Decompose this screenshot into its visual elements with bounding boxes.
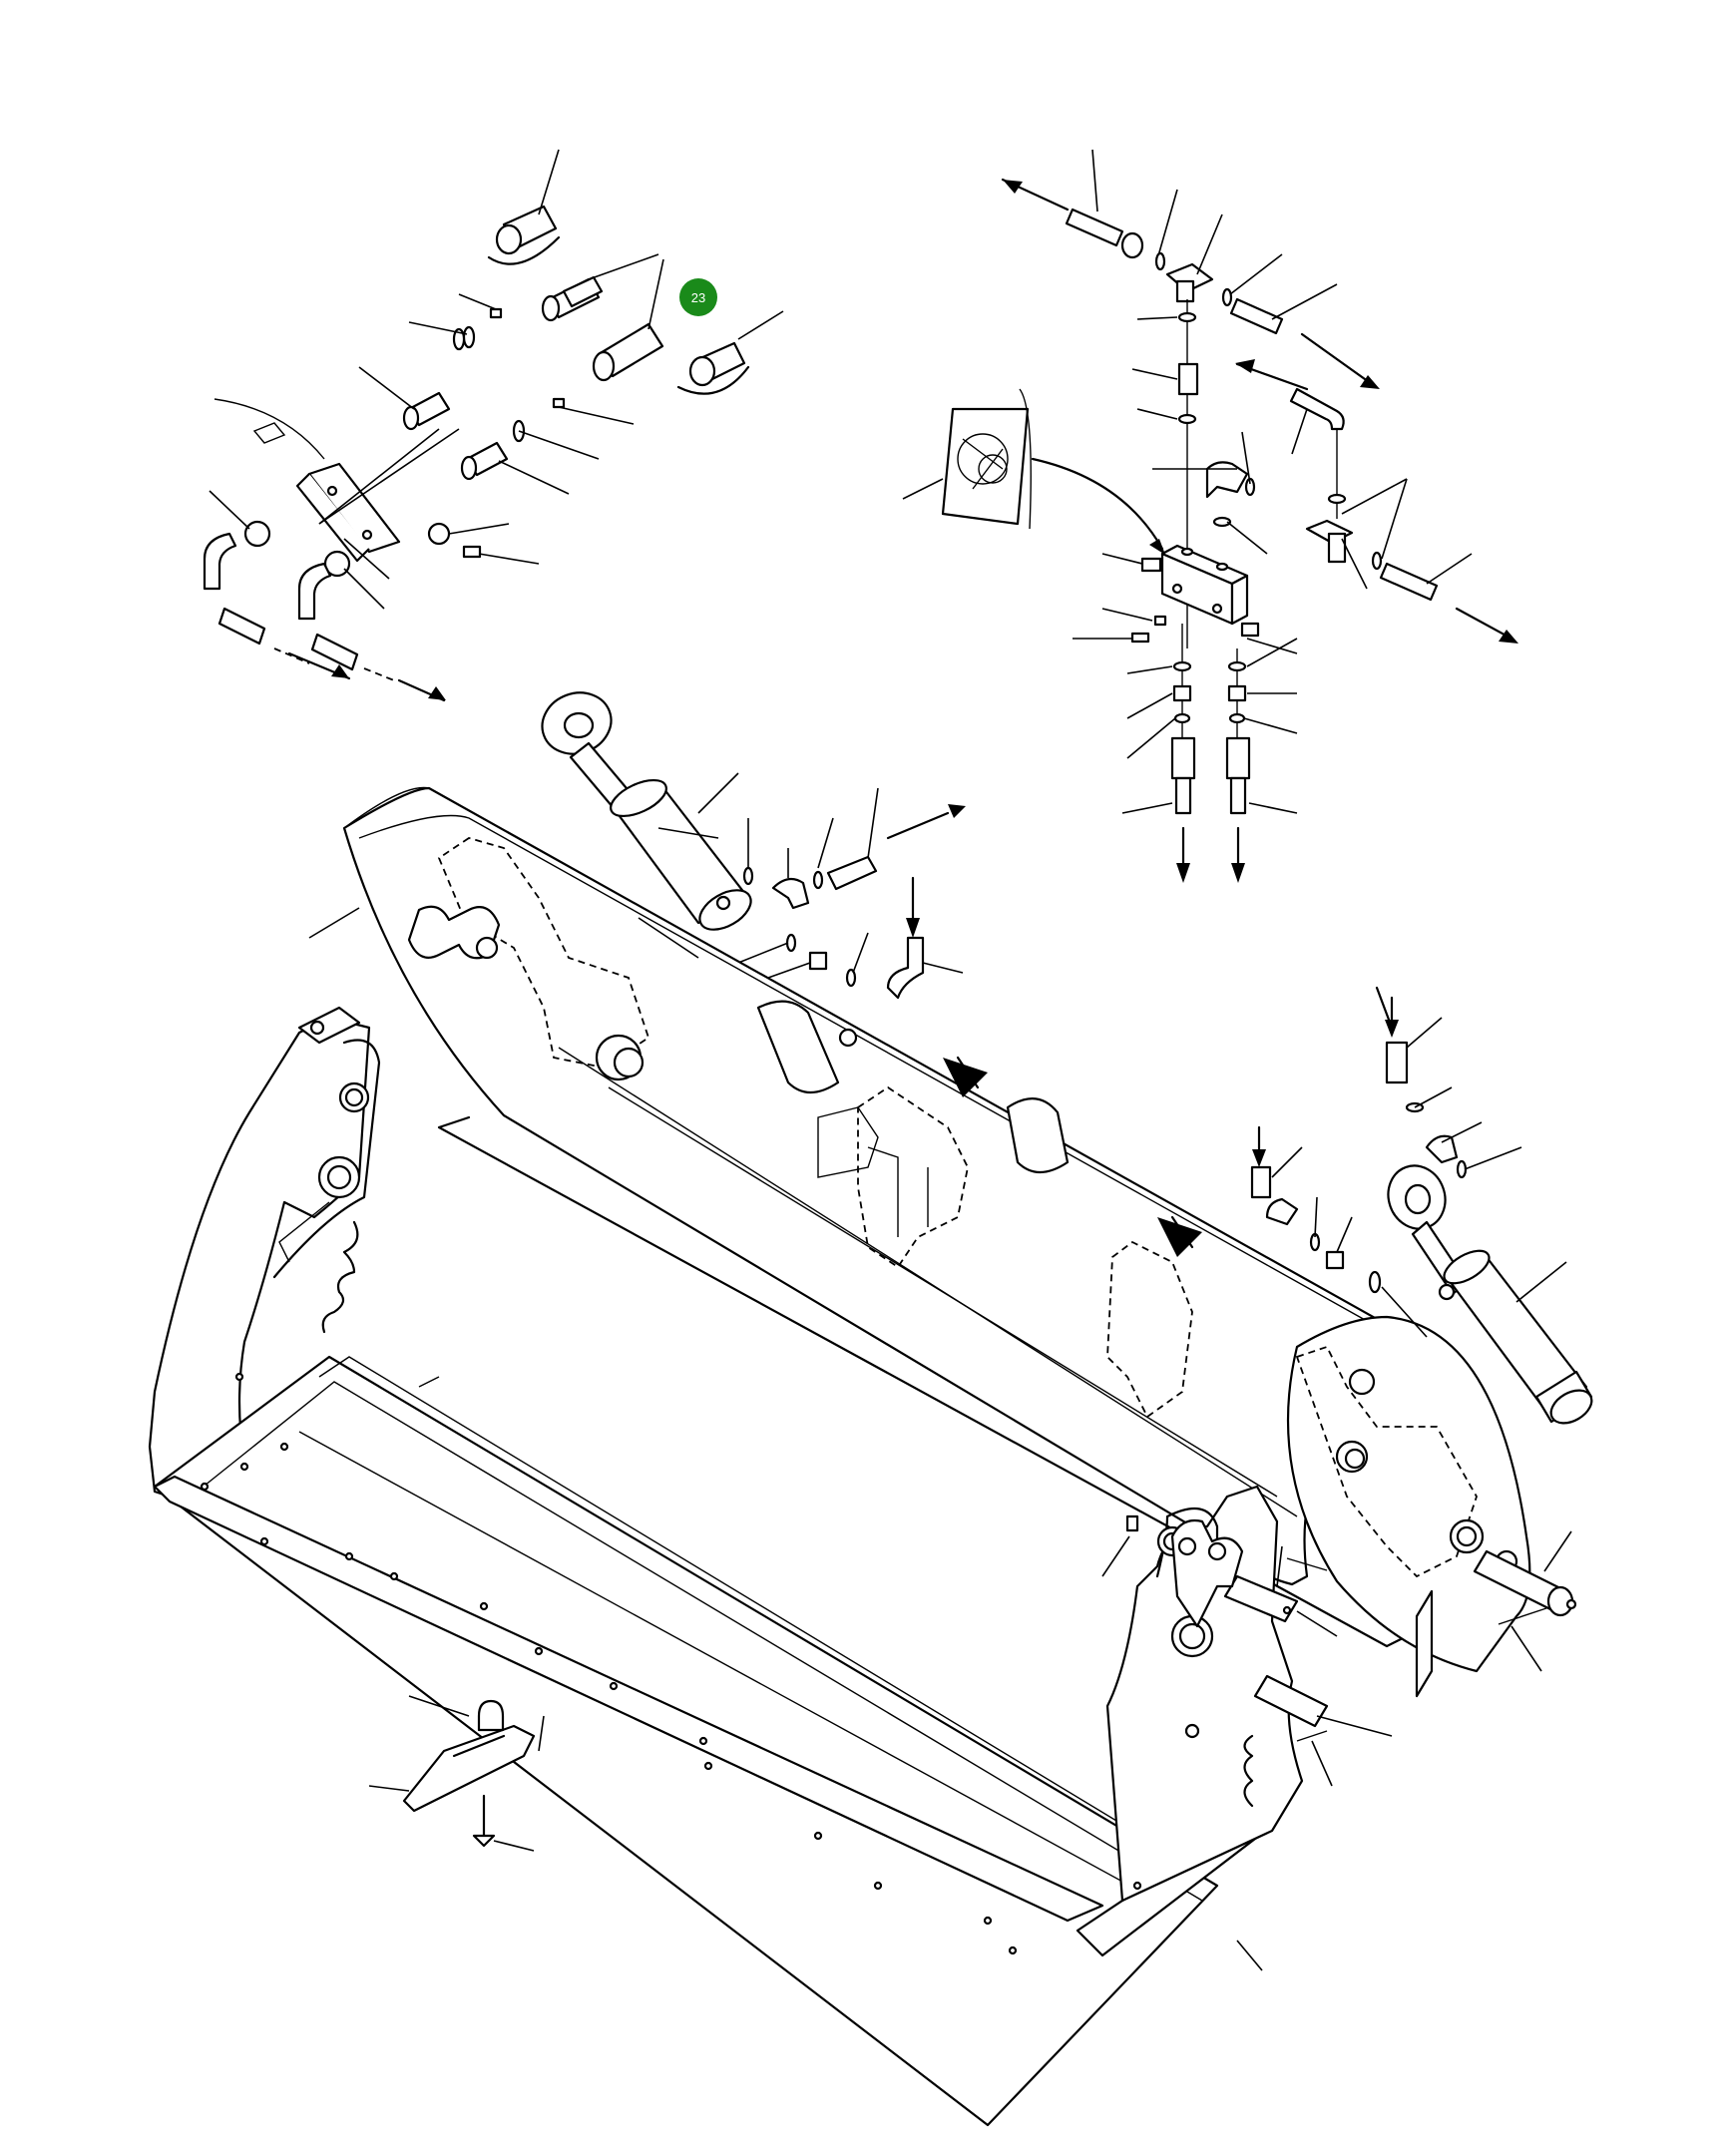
o-ring	[1371, 551, 1383, 571]
right-valve-assembly	[902, 149, 1518, 883]
adapter	[489, 307, 503, 319]
cylinder-fittings-left	[737, 787, 966, 1000]
hose-elbow-left[interactable]	[203, 532, 351, 680]
washer	[243, 520, 271, 548]
flow-arrow	[1235, 359, 1309, 391]
elbow-fitting[interactable]	[1152, 431, 1256, 499]
mounting-bracket[interactable]	[214, 398, 460, 580]
o-ring	[1327, 493, 1347, 505]
coupling	[1120, 231, 1144, 259]
hose-elbow-right[interactable]	[297, 562, 446, 702]
o-ring	[452, 327, 466, 351]
o-ring	[1154, 251, 1166, 271]
coupling	[1379, 562, 1439, 602]
o-ring	[1177, 311, 1197, 323]
flow-arrow	[1455, 607, 1518, 644]
flow-arrow	[1001, 178, 1070, 212]
adapter	[552, 397, 566, 409]
o-ring	[462, 325, 476, 349]
hose-end	[1065, 208, 1124, 247]
male-coupling-upper[interactable]	[358, 366, 451, 431]
bucket-tooth[interactable]	[368, 1695, 545, 1852]
small-bolt	[1101, 608, 1167, 627]
hose-fitting-left[interactable]	[1121, 736, 1196, 883]
hose-elbow[interactable]	[1289, 387, 1345, 431]
adapter[interactable]	[1177, 362, 1199, 396]
warning-decal[interactable]	[902, 388, 1165, 555]
pivot-pin-center[interactable]	[1223, 1545, 1338, 1637]
grease-fitting[interactable]	[1101, 1514, 1139, 1577]
o-ring	[1212, 516, 1232, 528]
small-bolt	[1073, 632, 1150, 644]
flow-arrow	[1300, 332, 1380, 389]
hotspot-label: 23	[691, 290, 705, 305]
hydraulic-cylinder-left[interactable]	[534, 683, 757, 938]
hotspot-circle[interactable]	[679, 278, 717, 316]
o-ring	[1221, 287, 1233, 307]
coupling	[1229, 297, 1284, 335]
cylinder-fittings-right	[1250, 986, 1522, 1338]
o-ring	[1177, 413, 1197, 425]
dust-cap-lower[interactable]	[676, 310, 784, 395]
pivot-pin-lower[interactable]	[1253, 1674, 1393, 1787]
callout-hotspot[interactable]: 23	[679, 278, 717, 316]
male-coupling-lower[interactable]	[460, 441, 570, 495]
tee-fitting-right[interactable]	[1305, 478, 1408, 590]
bucket-end-plate-right[interactable]	[1286, 1315, 1531, 1698]
left-coupler-assembly	[203, 149, 784, 702]
o-ring	[1173, 712, 1191, 724]
flow-arrow	[886, 804, 966, 840]
fitting	[1227, 684, 1247, 702]
fitting	[1172, 684, 1192, 702]
tee-fitting[interactable]	[1165, 214, 1223, 303]
quick-coupler-upper[interactable]	[541, 253, 659, 322]
lift-bracket-right[interactable]	[1170, 1518, 1244, 1628]
bolt-holes	[200, 1372, 1018, 1955]
pivot-pin-right[interactable]	[1473, 1530, 1577, 1672]
quick-coupler-lower[interactable]	[592, 258, 664, 382]
tooth-bolt	[472, 1794, 535, 1852]
hydraulic-cylinder-right[interactable]	[1380, 1157, 1597, 1430]
hose-fitting-right[interactable]	[1225, 736, 1298, 883]
o-ring	[1227, 660, 1247, 672]
o-ring	[1228, 712, 1246, 724]
valve-manifold[interactable]	[1101, 544, 1298, 654]
bolt	[462, 545, 540, 565]
washer	[427, 522, 451, 546]
o-ring	[1172, 660, 1192, 672]
dust-cap-upper[interactable]	[487, 149, 561, 265]
